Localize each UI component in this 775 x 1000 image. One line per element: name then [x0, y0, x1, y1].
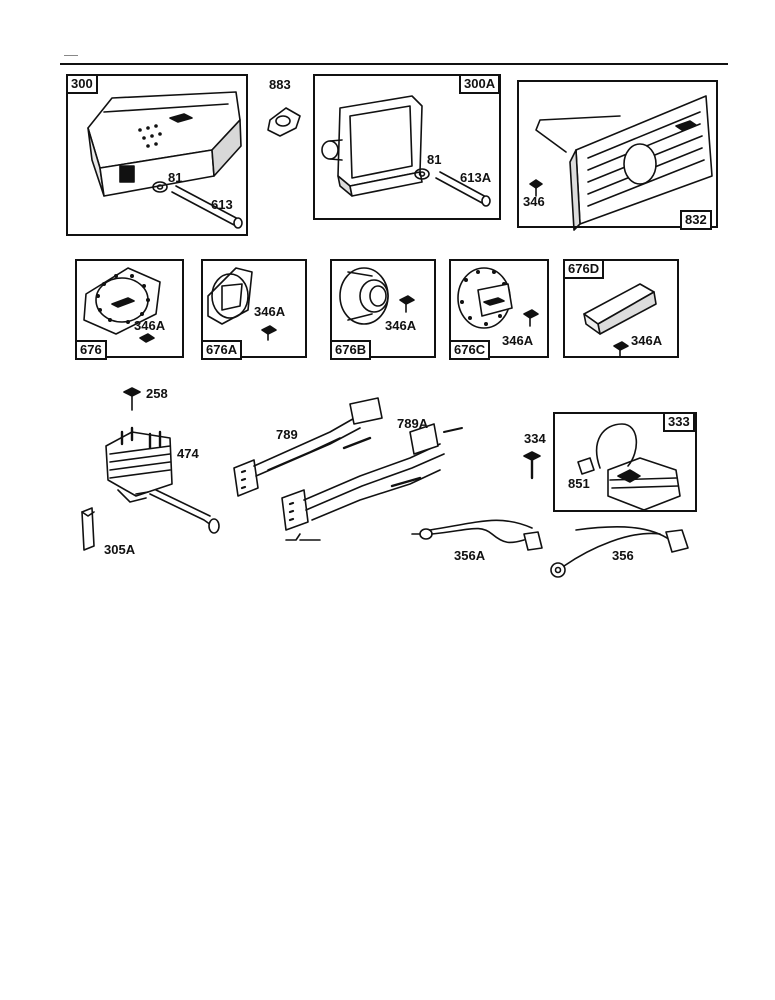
part-tag-333: 333 — [663, 412, 695, 432]
part-tag-300: 300 — [66, 74, 98, 94]
part-tag-676c: 676C — [449, 340, 491, 360]
part-tag-676: 676 — [75, 340, 107, 360]
callout-346a-4: 346A — [502, 333, 534, 348]
callout-356a: 356A — [454, 548, 486, 563]
screen-676c-drawing — [458, 268, 538, 328]
coil-333-drawing — [578, 424, 680, 510]
part-tag-676b: 676B — [330, 340, 372, 360]
muffler-300a-drawing — [322, 96, 490, 206]
frame-333 — [553, 412, 697, 512]
bolt-258-drawing — [124, 388, 140, 410]
armature-474-drawing — [106, 428, 219, 533]
header-rule — [60, 63, 728, 65]
bolt-334-drawing — [524, 452, 540, 478]
ground-wire-356-drawing — [551, 527, 688, 577]
callout-258: 258 — [146, 386, 168, 401]
harness-789-drawing — [234, 398, 382, 496]
frame-676a — [201, 259, 307, 358]
header-tick — [64, 55, 78, 56]
callout-883: 883 — [269, 77, 291, 92]
heat-shield-832-drawing — [530, 96, 712, 230]
part-tag-832: 832 — [680, 210, 712, 230]
part-tag-676d: 676D — [563, 259, 605, 279]
callout-346a-2: 346A — [254, 304, 286, 319]
callout-789a: 789A — [397, 416, 429, 431]
frame-676 — [75, 259, 184, 358]
callout-474: 474 — [177, 446, 199, 461]
part-tag-676a: 676A — [201, 340, 243, 360]
harness-789a-drawing — [282, 424, 462, 540]
frame-676d — [563, 259, 679, 358]
frame-676b — [330, 259, 436, 358]
frame-300a — [313, 74, 501, 220]
spacer-305a-drawing — [82, 508, 94, 550]
part-tag-300a: 300A — [459, 74, 501, 94]
callout-356: 356 — [612, 548, 634, 563]
callout-346a-5: 346A — [631, 333, 663, 348]
callout-346a-1: 346A — [134, 318, 166, 333]
callout-305a: 305A — [104, 542, 136, 557]
callout-346: 346 — [523, 194, 545, 209]
callout-81-a: 81 — [168, 170, 183, 185]
guard-676d-drawing — [584, 284, 656, 356]
frame-300 — [66, 74, 248, 236]
callout-789: 789 — [276, 427, 298, 442]
ground-wire-356a-drawing — [412, 520, 542, 550]
gasket-883-drawing — [268, 108, 300, 136]
callout-334: 334 — [524, 431, 546, 446]
deflector-676a-drawing — [208, 268, 276, 340]
screen-676-drawing — [84, 268, 160, 342]
callout-851: 851 — [568, 476, 590, 491]
callout-346a-3: 346A — [385, 318, 417, 333]
frame-832 — [517, 80, 718, 228]
callout-613a: 613A — [460, 170, 492, 185]
deflector-676b-drawing — [340, 268, 414, 324]
callout-613: 613 — [211, 197, 233, 212]
callout-81-b: 81 — [427, 152, 442, 167]
frame-676c — [449, 259, 549, 358]
muffler-300-drawing — [88, 92, 242, 228]
